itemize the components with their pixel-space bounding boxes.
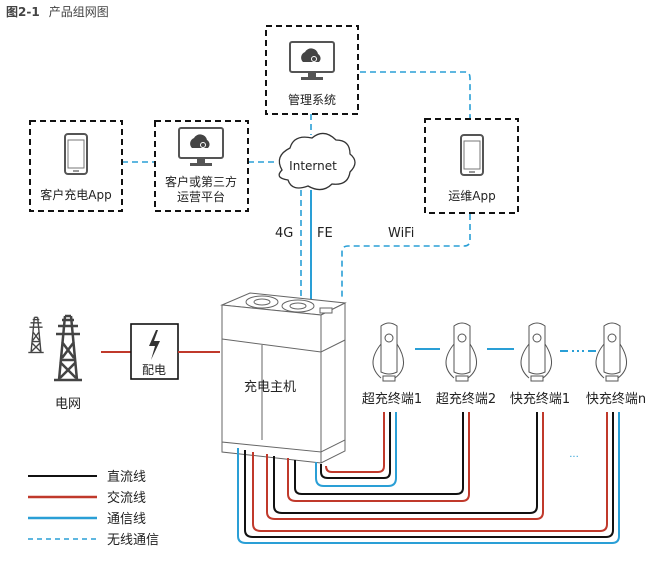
charger-icon	[372, 322, 405, 382]
link-label-4g: 4G	[275, 226, 293, 241]
terminal-label: 快充终端n	[586, 391, 646, 407]
legend-label-comm: 通信线	[107, 512, 146, 527]
grid-label: 电网	[55, 397, 81, 412]
legend-label-wireless: 无线通信	[107, 533, 159, 548]
smartphone-icon	[64, 133, 88, 175]
comm-cable-t1	[315, 412, 397, 487]
power-tower-icon-small	[27, 316, 45, 354]
terminal-label: 快充终端1	[510, 391, 570, 407]
customer-platform-label-line1: 客户或第三方	[165, 174, 237, 189]
terminal-label: 超充终端2	[436, 391, 496, 407]
lightning-icon	[149, 330, 160, 360]
cloud-monitor-icon	[289, 41, 335, 81]
figure-caption: 图2-1 产品组网图	[6, 1, 109, 20]
legend-label-ac: 交流线	[107, 490, 146, 506]
customer-platform-node: 客户或第三方 运营平台	[154, 120, 249, 212]
dc-cable-t3	[273, 412, 538, 514]
customer-platform-label-line2: 运营平台	[177, 189, 225, 204]
internet-label: Internet	[289, 159, 337, 173]
power-tower-icon	[52, 314, 84, 382]
figure-title: 产品组网图	[49, 5, 109, 19]
charger-icon	[520, 322, 553, 382]
charging-host-node: 充电主机	[220, 292, 347, 464]
more-terminals-ellipsis: ...	[569, 449, 579, 460]
charger-icon	[445, 322, 478, 382]
cloud-icon	[278, 132, 356, 191]
charging-host-label: 充电主机	[244, 379, 296, 395]
legend-label-dc: 直流线	[107, 470, 146, 485]
legend: 直流线 交流线 通信线 无线通信	[28, 470, 159, 548]
internet-node: Internet	[278, 132, 356, 191]
grid-node: 电网	[27, 314, 84, 412]
comm-cable-tn	[237, 412, 620, 544]
dc-cable-t1	[320, 412, 391, 479]
management-system-label: 管理系统	[288, 92, 336, 107]
distribution-node: 配电	[130, 323, 179, 380]
ops-app-node: 运维App	[424, 118, 519, 214]
terminal-fast-n: 快充终端n	[586, 322, 646, 407]
charger-icon	[595, 322, 628, 382]
terminal-super-2: 超充终端2	[436, 322, 496, 407]
ac-cable-tn	[252, 412, 608, 532]
link-label-wifi: WiFi	[388, 226, 414, 241]
management-system-node: 管理系统	[265, 25, 359, 115]
customer-app-node: 客户充电App	[29, 120, 123, 212]
ac-cable-t1	[325, 412, 385, 473]
terminal-fast-1: 快充终端1	[510, 322, 570, 407]
smartphone-icon	[460, 134, 484, 176]
figure-number: 图2-1	[6, 5, 40, 19]
ops-app-label: 运维App	[448, 189, 495, 203]
dc-cable-tn	[244, 412, 614, 538]
cloud-monitor-icon	[178, 127, 224, 167]
dc-cable-t2	[294, 412, 464, 495]
link-label-fe: FE	[317, 226, 333, 241]
distribution-label: 配电	[142, 363, 166, 377]
ac-cable-t3	[266, 412, 544, 520]
link-mgmt-opsapp	[360, 71, 471, 118]
link-wifi	[341, 214, 471, 300]
terminal-label: 超充终端1	[362, 391, 422, 407]
ac-cable-t2	[287, 412, 470, 502]
terminal-super-1: 超充终端1	[362, 322, 422, 407]
customer-app-label: 客户充电App	[40, 187, 111, 202]
